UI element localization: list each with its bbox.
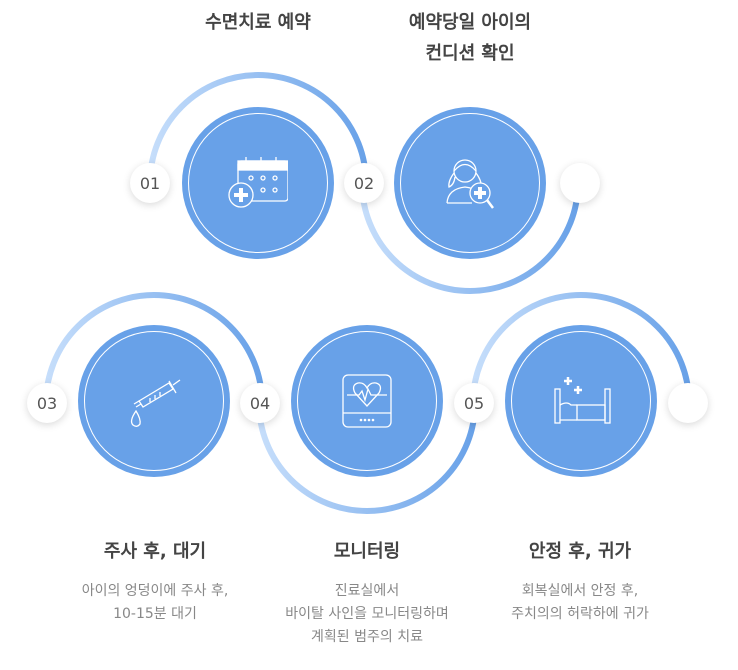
step-3-title: 주사 후, 대기 (103, 541, 207, 562)
description-line: 바이탈 사인을 모니터링하며 (285, 606, 449, 622)
step-5-number: 05 (454, 383, 494, 423)
step-4-description: 진료실에서 바이탈 사인을 모니터링하며 계획된 범주의 치료 (285, 580, 448, 649)
syringe-icon (130, 379, 181, 427)
step-4-circle (291, 325, 443, 477)
step-5-description: 회복실에서 안정 후, 주치의의 허락하에 귀가 (511, 580, 649, 626)
description-line: 10-15분 대기 (113, 606, 197, 622)
step-1-number: 01 (130, 163, 170, 203)
description-line: 계획된 범주의 치료 (311, 629, 423, 645)
step-3-number: 03 (27, 383, 67, 423)
step-2-title: 예약당일 아이의 컨디션 확인 (409, 7, 531, 69)
description-line: 회복실에서 안정 후, (521, 583, 639, 599)
step-3-description: 아이의 엉덩이에 주사 후, 10-15분 대기 (82, 580, 229, 626)
step-2-title-line: 예약당일 아이의 (408, 12, 532, 33)
step-2-number: 02 (344, 163, 384, 203)
heart-monitor-icon (342, 374, 392, 428)
step-1-title: 수면치료 예약 (205, 12, 311, 33)
end-dot (668, 383, 708, 423)
step-5-circle (505, 325, 657, 477)
end-dot (560, 163, 600, 203)
bed-icon (554, 377, 611, 424)
arc-step-2 (359, 182, 581, 294)
step-4-number: 04 (240, 383, 280, 423)
description-line: 아이의 엉덩이에 주사 후, (81, 583, 229, 599)
arc-step-3 (43, 292, 265, 404)
step-5-title: 안정 후, 귀가 (528, 541, 632, 562)
arc-step-4 (256, 402, 478, 514)
description-line: 진료실에서 (334, 583, 400, 599)
description-line: 주치의의 허락하에 귀가 (511, 606, 649, 622)
arc-step-1 (147, 72, 369, 184)
step-2-title-line: 컨디션 확인 (425, 43, 515, 64)
step-1-circle (182, 107, 334, 259)
calendar-plus-icon (228, 157, 288, 208)
child-search-icon (446, 159, 494, 209)
step-2-circle (394, 107, 546, 259)
step-3-circle (78, 325, 230, 477)
arc-step-5 (470, 292, 692, 404)
step-4-title: 모니터링 (333, 541, 401, 562)
